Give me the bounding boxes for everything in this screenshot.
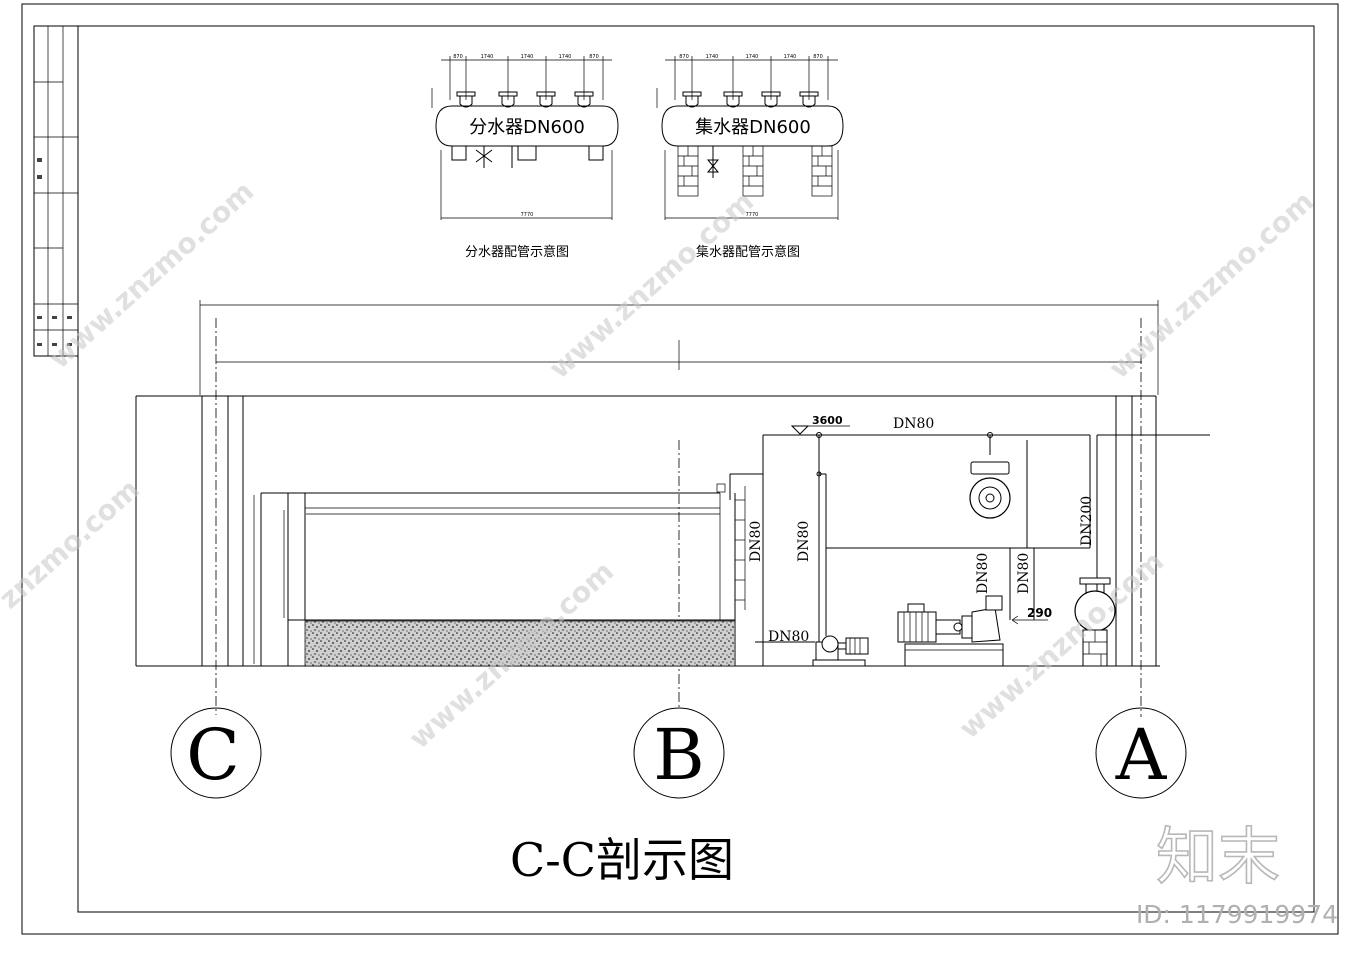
supply-dim-2: 1740 [481, 54, 494, 60]
return-dim-1: 870 [679, 54, 689, 60]
small-pump [812, 635, 869, 667]
section-title: C-C剖示图 [510, 833, 734, 887]
pipe-label-riser-left-1: DN80 [748, 521, 764, 562]
supply-dim-5: 870 [589, 54, 599, 60]
watermark-layer: www.znzmo.com www.znzmo.com www.znzmo.co… [0, 175, 1338, 929]
vertical-tank [1074, 577, 1116, 667]
supply-manifold-title: 分水器DN600 [469, 117, 585, 138]
elevation-3600: 3600 [812, 414, 843, 427]
section-drawing: 3600 DN80 DN80 DN80 DN80 DN80 DN200 DN80… [135, 300, 1210, 887]
watermark-site: www.znzmo.com [1103, 185, 1321, 386]
return-dim-5: 870 [813, 54, 823, 60]
return-dim-bottom: 7770 [746, 212, 759, 218]
dim-290: 290 [1027, 606, 1052, 620]
pipe-label-top-main: DN80 [893, 416, 934, 432]
title-block [33, 25, 79, 357]
inner-frame [77, 25, 1315, 913]
return-dim-4: 1740 [784, 54, 797, 60]
watermark-site: www.znzmo.com [43, 175, 261, 376]
supply-dim-1: 870 [453, 54, 463, 60]
watermark-site: www.znzmo.com [543, 185, 761, 386]
inline-pump [969, 461, 1011, 519]
supply-dim-bottom: 7770 [521, 212, 534, 218]
pipe-label-riser-a: DN200 [1079, 496, 1095, 546]
supply-manifold: 870 1740 1740 1740 870 [431, 54, 619, 260]
supply-dim-3: 1740 [521, 54, 534, 60]
return-manifold-caption: 集水器配管示意图 [696, 244, 800, 260]
supply-manifold-caption: 分水器配管示意图 [465, 244, 569, 260]
watermark-id: ID: 1179919974 [1136, 900, 1338, 929]
return-dim-3: 1740 [746, 54, 759, 60]
outer-frame [21, 3, 1339, 935]
pipe-label-riser-left-2: DN80 [796, 521, 812, 562]
axis-label-c: C [186, 714, 240, 796]
gravel-layer [304, 620, 736, 667]
return-manifold-title: 集水器DN600 [695, 117, 811, 138]
pipe-label-riser-right-2: DN80 [1016, 553, 1032, 594]
return-dim-2: 1740 [706, 54, 719, 60]
axis-label-b: B [653, 714, 704, 796]
watermark-brand: 知末 [1156, 820, 1280, 893]
axis-label-a: A [1115, 714, 1168, 796]
pipe-label-bottom: DN80 [768, 629, 809, 645]
axis-bubble-a [1095, 707, 1187, 799]
axis-bubble-b [633, 707, 725, 799]
main-pump [897, 595, 1004, 667]
return-manifold: 870 1740 1740 1740 870 [656, 54, 844, 260]
axis-bubble-c [170, 707, 262, 799]
supply-dim-4: 1740 [559, 54, 572, 60]
pipe-label-riser-right-1: DN80 [975, 553, 991, 594]
